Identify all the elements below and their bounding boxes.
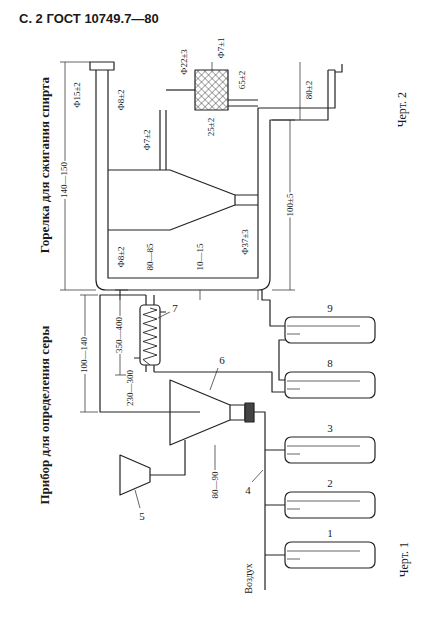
dimension-label: 140—150 — [60, 161, 70, 199]
condenser-nozzle — [134, 312, 166, 358]
conical-flask — [170, 380, 230, 445]
dimension-label: 230—300 — [126, 369, 136, 407]
dimension-label: Ф7±1 — [217, 36, 227, 59]
dimension-label: Ф8±2 — [117, 88, 127, 111]
manifold-tube — [254, 412, 265, 590]
callout-number: 7 — [171, 302, 179, 314]
leader-line — [252, 470, 263, 482]
inlet-label: Воздух — [243, 562, 254, 595]
burner-mesh — [195, 70, 228, 110]
dimension-label: Ф37±3 — [241, 228, 251, 256]
dimension-label: 10—15 — [195, 242, 205, 271]
callout-number: 5 — [138, 510, 146, 522]
bottle-inner-tube — [287, 551, 360, 559]
dimension-label: 65±2 — [238, 70, 248, 90]
connecting-tube — [279, 340, 285, 380]
dimension-label: 80±2 — [305, 80, 315, 100]
burner-cap — [90, 62, 114, 70]
dimension-label: Ф22±3 — [180, 48, 190, 76]
burner-flask — [120, 455, 150, 495]
dimension-line — [215, 445, 216, 470]
condenser-jacket — [140, 305, 160, 365]
dimension-line — [272, 120, 295, 290]
figure-caption: Черт. 2 — [396, 91, 409, 128]
page-header: С. 2 ГОСТ 10749.7—80 — [18, 12, 160, 26]
bottle-inner-tube — [287, 326, 360, 334]
wash-bottles — [285, 317, 375, 568]
leader-line — [158, 312, 170, 318]
dimension-line — [80, 295, 98, 412]
dimension-label: 350—400 — [115, 316, 125, 354]
leader-line — [135, 490, 140, 508]
burner-tube-inner — [108, 70, 335, 278]
condenser-coil — [143, 308, 157, 365]
dimension-label: Ф15±2 — [73, 81, 83, 109]
figure-heading: Прибор для определения серы — [38, 325, 52, 506]
callout-number: 1 — [326, 527, 334, 539]
outlet-tube — [262, 290, 285, 326]
dimension-label: 80—90 — [210, 470, 220, 499]
bottle-inner-tube — [287, 381, 360, 389]
dimension-label: 100—140 — [80, 336, 90, 374]
wick-link — [166, 89, 195, 90]
bottle-inner-tube — [287, 501, 360, 509]
figure-caption: Черт. 1 — [398, 541, 411, 578]
dimension-label: 100±5 — [285, 193, 295, 218]
callout-number: 4 — [244, 484, 252, 496]
connecting-tube — [100, 295, 200, 412]
callout-number: 3 — [326, 422, 334, 434]
leader-line — [210, 368, 218, 390]
bottle-inner-tube — [287, 326, 360, 559]
figure-heading: Горелка для сжигания спирта — [38, 76, 52, 254]
burner-reservoir — [108, 170, 235, 230]
reservoir-neck — [235, 195, 258, 205]
callout-number: 2 — [326, 477, 334, 489]
manifold-branch — [265, 450, 285, 555]
dimension-line — [212, 62, 300, 120]
mesh-tube — [228, 100, 258, 106]
burner-nozzle-tube — [150, 440, 185, 475]
flask-neck — [230, 405, 245, 420]
callout-number: 6 — [218, 354, 226, 366]
dimension-label: Ф8±2 — [117, 245, 127, 268]
bottle-inner-tube — [287, 446, 360, 454]
dimension-label: Ф7±2 — [143, 128, 153, 151]
dimension-line — [60, 62, 96, 290]
burner-tube-outer — [96, 70, 328, 290]
rubber-stopper — [245, 403, 254, 422]
callout-number: 9 — [326, 302, 334, 314]
dimension-label: 80—85 — [145, 242, 155, 271]
callout-number: 8 — [326, 357, 334, 369]
dimension-label: 25±2 — [207, 117, 217, 137]
dimension-line — [115, 290, 128, 375]
wick-tube — [160, 110, 166, 170]
burner-hook — [328, 64, 342, 72]
